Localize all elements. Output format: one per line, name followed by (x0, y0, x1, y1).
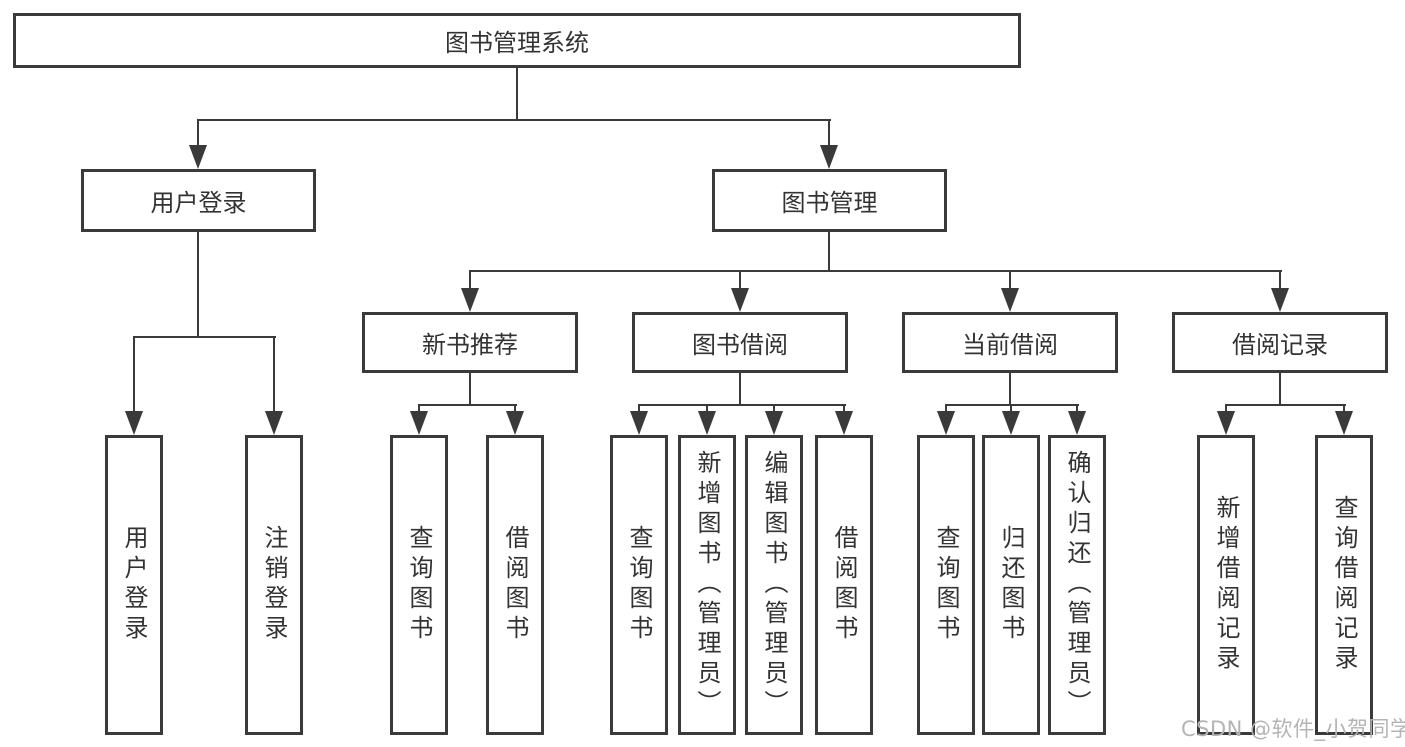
connector-line-vertical (516, 68, 518, 121)
leaf-query-books-recommend: 查询图书 (390, 435, 448, 735)
node-label: 图书管理系统 (445, 29, 589, 57)
arrowhead-down-icon (1271, 288, 1289, 312)
leaf-add-book-admin: 新增图书（管理员） (678, 435, 736, 735)
leaf-label: 用户登录 (120, 525, 148, 645)
connector-line-vertical (828, 232, 830, 272)
arrowhead-down-icon (1002, 411, 1020, 435)
leaf-confirm-return-admin: 确认归还（管理员） (1048, 435, 1106, 735)
arrowhead-down-icon (1001, 288, 1019, 312)
leaf-label: 新增图书（管理员） (693, 450, 721, 720)
connector-line-horizontal (418, 404, 517, 406)
node-book-borrowing: 图书借阅 (632, 312, 848, 373)
node-user-login: 用户登录 (81, 169, 316, 232)
arrowhead-down-icon (1217, 411, 1235, 435)
connector-line-vertical (1279, 270, 1281, 290)
leaf-label: 确认归还（管理员） (1063, 450, 1091, 720)
leaf-label: 查询借阅记录 (1330, 495, 1358, 675)
connector-line-vertical (1076, 404, 1078, 413)
arrowhead-down-icon (189, 145, 207, 169)
connector-line-vertical (469, 270, 471, 290)
leaf-label: 查询图书 (625, 525, 653, 645)
arrowhead-down-icon (1068, 411, 1086, 435)
connector-line-vertical (1225, 404, 1227, 413)
leaf-label: 借阅图书 (501, 525, 529, 645)
watermark-text: CSDN @软件_小贺同学 (1181, 717, 1405, 741)
node-label: 新书推荐 (422, 331, 518, 359)
arrowhead-down-icon (835, 411, 853, 435)
connector-line-vertical (1010, 404, 1012, 413)
leaf-borrow-books-recommend: 借阅图书 (486, 435, 544, 735)
connector-line-horizontal (945, 404, 1079, 406)
connector-line-vertical (418, 404, 420, 413)
connector-line-vertical (197, 232, 199, 338)
arrowhead-down-icon (698, 411, 716, 435)
arrowhead-down-icon (630, 411, 648, 435)
leaf-label: 借阅图书 (830, 525, 858, 645)
leaf-logout: 注销登录 (245, 435, 303, 735)
node-book-management: 图书管理 (712, 169, 947, 232)
leaf-return-book: 归还图书 (982, 435, 1040, 735)
node-current-borrowing: 当前借阅 (902, 312, 1118, 373)
connector-line-vertical (197, 119, 199, 147)
connector-line-vertical (739, 373, 741, 406)
arrowhead-down-icon (506, 411, 524, 435)
connector-line-vertical (1343, 404, 1345, 413)
leaf-query-books-borrowing: 查询图书 (610, 435, 668, 735)
arrowhead-down-icon (125, 411, 143, 435)
leaf-query-books-current: 查询图书 (917, 435, 975, 735)
arrowhead-down-icon (1335, 411, 1353, 435)
node-label: 用户登录 (150, 189, 247, 217)
connector-line-vertical (739, 270, 741, 290)
connector-line-horizontal (469, 270, 1282, 272)
connector-line-vertical (1009, 270, 1011, 290)
connector-line-vertical (273, 336, 275, 413)
node-label: 当前借阅 (962, 331, 1058, 359)
arrowhead-down-icon (410, 411, 428, 435)
arrowhead-down-icon (937, 411, 955, 435)
leaf-query-borrow-record: 查询借阅记录 (1315, 435, 1373, 735)
connector-line-vertical (133, 336, 135, 413)
connector-line-horizontal (1225, 404, 1346, 406)
arrowhead-down-icon (461, 288, 479, 312)
leaf-user-login: 用户登录 (105, 435, 163, 735)
connector-line-vertical (828, 119, 830, 147)
connector-line-vertical (1009, 373, 1011, 406)
node-new-book-recommend: 新书推荐 (362, 312, 578, 373)
arrowhead-down-icon (731, 288, 749, 312)
connector-line-vertical (945, 404, 947, 413)
leaf-borrow-books-borrowing: 借阅图书 (815, 435, 873, 735)
connector-line-vertical (514, 404, 516, 413)
leaf-label: 查询图书 (405, 525, 433, 645)
leaf-edit-book-admin: 编辑图书（管理员） (745, 435, 803, 735)
connector-line-vertical (843, 404, 845, 413)
connector-line-horizontal (133, 336, 276, 338)
connector-line-vertical (469, 373, 471, 406)
leaf-label: 编辑图书（管理员） (760, 450, 788, 720)
connector-line-vertical (1279, 373, 1281, 406)
connector-line-vertical (706, 404, 708, 413)
connector-line-horizontal (197, 119, 831, 121)
arrowhead-down-icon (820, 145, 838, 169)
node-library-management-system: 图书管理系统 (13, 13, 1021, 68)
node-label: 图书借阅 (692, 331, 788, 359)
node-label: 图书管理 (781, 189, 878, 217)
connector-line-vertical (773, 404, 775, 413)
leaf-add-borrow-record: 新增借阅记录 (1197, 435, 1255, 735)
arrowhead-down-icon (265, 411, 283, 435)
leaf-label: 新增借阅记录 (1212, 495, 1240, 675)
leaf-label: 查询图书 (932, 525, 960, 645)
leaf-label: 归还图书 (997, 525, 1025, 645)
node-label: 借阅记录 (1232, 331, 1328, 359)
node-borrowing-records: 借阅记录 (1172, 312, 1388, 373)
connector-line-horizontal (638, 404, 846, 406)
arrowhead-down-icon (765, 411, 783, 435)
leaf-label: 注销登录 (260, 525, 288, 645)
connector-line-vertical (638, 404, 640, 413)
